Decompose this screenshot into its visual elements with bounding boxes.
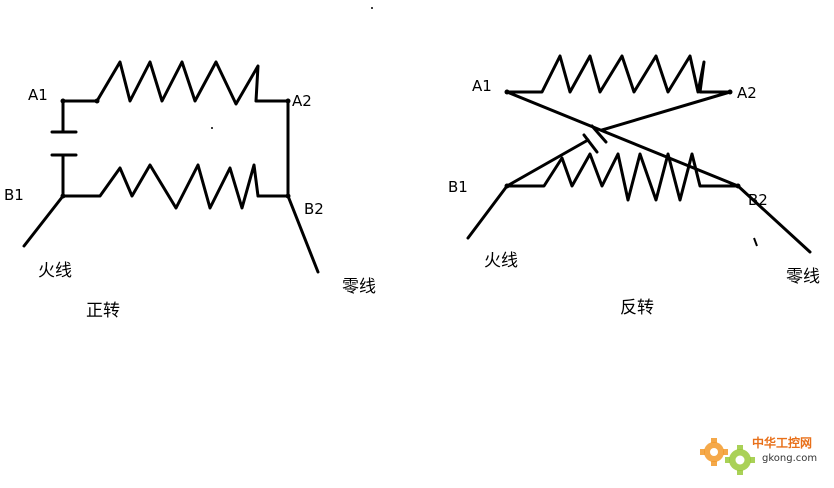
reverse-circuit: A1 A2 B1 B2 火线 零线 反转 [448, 54, 820, 318]
gear-orange-icon [700, 438, 728, 466]
reverse-node-a2 [727, 89, 733, 95]
forward-neutral-label: 零线 [342, 277, 376, 297]
forward-coil-top [95, 60, 290, 106]
reverse-cap-b1-lead [505, 138, 590, 188]
stray-dot [211, 127, 213, 129]
reverse-neutral-wire [736, 184, 812, 254]
watermark-domain: gkong.com [762, 453, 817, 464]
watermark-graphic: 中华工控网 gkong.com [700, 435, 817, 475]
reverse-node-b2 [735, 183, 741, 189]
forward-label-a1: A1 [28, 86, 48, 104]
reverse-cross-a1-b2 [505, 90, 740, 188]
reverse-live-wire [466, 184, 509, 240]
reverse-capacitor-plate-a [590, 124, 608, 144]
forward-node-a2 [285, 98, 291, 104]
reverse-live-label: 火线 [484, 251, 518, 271]
reverse-capacitor-plate-b [582, 133, 599, 154]
forward-label-b1: B1 [4, 186, 24, 204]
forward-neutral-wire [286, 194, 320, 274]
forward-circuit: A1 A2 B1 B2 火线 零线 正转 [4, 60, 376, 321]
reverse-label-a2: A2 [737, 84, 757, 102]
forward-live-wire [22, 194, 65, 248]
gear-green-icon [725, 445, 755, 475]
watermark-brand: 中华工控网 [752, 435, 812, 450]
stray-dot [371, 7, 373, 9]
reverse-node-a1 [504, 89, 510, 95]
gkong-watermark-logo: 中华工控网 gkong.com [696, 430, 832, 480]
forward-a1-lead [61, 99, 99, 134]
reverse-neutral-label: 零线 [786, 267, 820, 287]
forward-node-a1-coil [94, 98, 100, 104]
forward-live-label: 火线 [38, 261, 72, 281]
forward-node-b2 [285, 193, 291, 199]
reverse-label-b2: B2 [748, 191, 768, 209]
reverse-coil-top [505, 54, 732, 94]
forward-label-a2: A2 [292, 92, 312, 110]
reverse-stray-mark [753, 237, 758, 247]
reverse-label-b1: B1 [448, 178, 468, 196]
forward-node-b1 [60, 193, 66, 199]
reverse-caption: 反转 [620, 298, 654, 318]
reverse-coil-bottom [505, 152, 740, 202]
reverse-label-a1: A1 [472, 77, 492, 95]
forward-label-b2: B2 [304, 200, 324, 218]
forward-caption: 正转 [86, 301, 120, 321]
forward-node-a1 [60, 98, 66, 104]
reverse-cross-a2-cap [600, 90, 732, 132]
forward-coil-bottom [61, 163, 290, 210]
reverse-node-b1 [504, 183, 510, 189]
